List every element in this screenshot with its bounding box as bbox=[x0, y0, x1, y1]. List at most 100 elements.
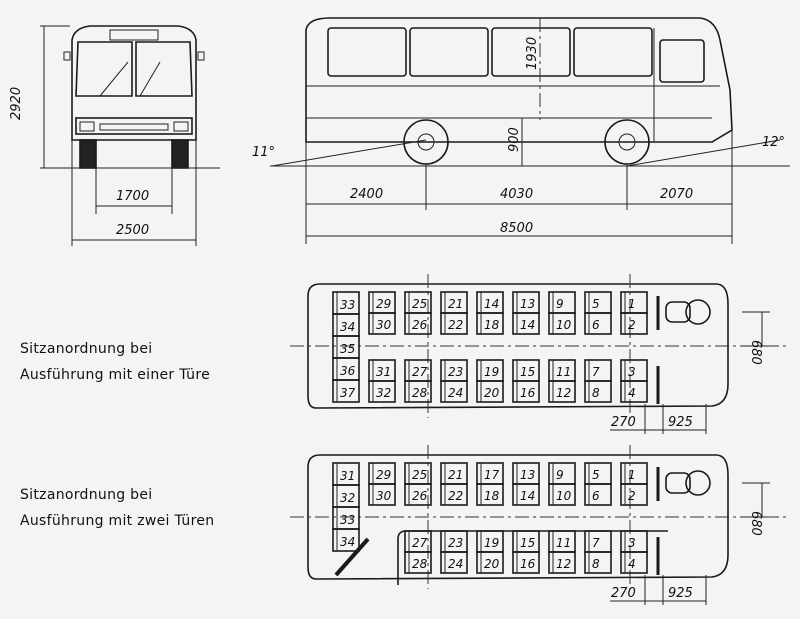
seat-number: 22 bbox=[448, 489, 463, 503]
front-view: 2920 1700 2500 bbox=[9, 25, 220, 246]
seat: 24 bbox=[440, 551, 468, 574]
seat: 4 bbox=[620, 551, 648, 574]
front-height-label: 2920 bbox=[9, 87, 24, 120]
seat-number: 5 bbox=[592, 297, 600, 311]
seat-number: 17 bbox=[484, 468, 500, 482]
seat-number: 28 bbox=[412, 557, 428, 571]
seat: 9 bbox=[548, 462, 576, 485]
platform-edge bbox=[397, 530, 668, 585]
seat-number: 34 bbox=[340, 320, 355, 334]
seat: 10 bbox=[548, 483, 576, 506]
seat: 25 bbox=[404, 291, 432, 314]
seat: 31 bbox=[368, 359, 396, 382]
seat-number: 14 bbox=[520, 489, 535, 503]
seat: 9 bbox=[548, 291, 576, 314]
seat: 2 bbox=[620, 312, 648, 335]
seat: 4 bbox=[620, 380, 648, 403]
seat: 27 bbox=[404, 359, 432, 382]
seat: 35 bbox=[332, 335, 360, 359]
seat: 18 bbox=[476, 483, 504, 506]
seat-number: 4 bbox=[628, 557, 636, 571]
seat-number: 16 bbox=[520, 557, 536, 571]
seat: 23 bbox=[440, 530, 468, 553]
seating-plan-2: 3132333429302526212217181314910561227282… bbox=[290, 445, 790, 605]
dim-label-925: 925 bbox=[668, 586, 693, 601]
seat: 19 bbox=[476, 530, 504, 553]
seat: 26 bbox=[404, 483, 432, 506]
seat-number: 31 bbox=[340, 469, 355, 483]
seat-box bbox=[548, 312, 576, 335]
seat-number: 3 bbox=[628, 536, 636, 550]
seat-box bbox=[584, 312, 612, 335]
seat: 22 bbox=[440, 312, 468, 335]
seat-box bbox=[620, 483, 648, 506]
seat-number: 23 bbox=[448, 536, 463, 550]
overall-width-label: 2500 bbox=[116, 223, 149, 238]
bus-outline bbox=[307, 454, 729, 580]
seat-number: 33 bbox=[340, 298, 355, 312]
seating-plans: 3334353637293025262122141813149105612313… bbox=[290, 274, 790, 605]
seat: 16 bbox=[512, 380, 540, 403]
seat: 11 bbox=[548, 359, 576, 382]
seat-number: 2 bbox=[628, 318, 636, 332]
seat-number: 29 bbox=[376, 468, 391, 482]
seat-box bbox=[620, 380, 648, 403]
seating-plan-1: 3334353637293025262122141813149105612313… bbox=[290, 274, 790, 434]
wheelbase-label: 4030 bbox=[500, 187, 533, 202]
front-overhang-label: 2070 bbox=[660, 187, 693, 202]
caption-line: Ausführung mit einer Türe bbox=[20, 367, 210, 383]
seat: 3 bbox=[620, 530, 648, 553]
seat-number: 12 bbox=[556, 386, 571, 400]
seat-box bbox=[620, 312, 648, 335]
seat: 7 bbox=[584, 359, 612, 382]
seat-number: 28 bbox=[412, 386, 428, 400]
caption-layout-one-door: Sitzanordnung bei Ausführung mit einer T… bbox=[20, 336, 210, 388]
seat-number: 13 bbox=[520, 468, 535, 482]
seat-number: 20 bbox=[484, 557, 500, 571]
seat-width-label: 680 bbox=[748, 340, 763, 365]
seat-number: 21 bbox=[448, 468, 463, 482]
seat-box bbox=[548, 380, 576, 403]
seat: 20 bbox=[476, 380, 504, 403]
seat: 12 bbox=[548, 551, 576, 574]
seat-number: 23 bbox=[448, 365, 463, 379]
seat: 24 bbox=[440, 380, 468, 403]
seat: 32 bbox=[368, 380, 396, 403]
seat-number: 16 bbox=[520, 386, 536, 400]
track-width-label: 1700 bbox=[116, 189, 149, 204]
seat-box bbox=[404, 551, 432, 574]
approach-angle-label: 11° bbox=[252, 145, 275, 160]
seat: 21 bbox=[440, 291, 468, 314]
dim-line bbox=[742, 482, 770, 518]
seat-number: 14 bbox=[520, 318, 535, 332]
seat-number: 31 bbox=[376, 365, 391, 379]
caption-line: Ausführung mit zwei Türen bbox=[20, 513, 215, 529]
seat: 5 bbox=[584, 462, 612, 485]
overall-length-label: 8500 bbox=[500, 221, 533, 236]
seat: 30 bbox=[368, 312, 396, 335]
seat: 28 bbox=[404, 551, 432, 574]
seat-number: 32 bbox=[340, 491, 355, 505]
seat-number: 30 bbox=[376, 489, 392, 503]
seat: 37 bbox=[332, 379, 360, 403]
seat-number: 36 bbox=[340, 364, 356, 378]
departure-angle-label: 12° bbox=[762, 135, 785, 150]
seat: 30 bbox=[368, 483, 396, 506]
seat-box bbox=[584, 380, 612, 403]
seat-number: 4 bbox=[628, 386, 636, 400]
seat-box bbox=[476, 483, 504, 506]
caption-layout-two-doors: Sitzanordnung bei Ausführung mit zwei Tü… bbox=[20, 482, 214, 534]
seat-box bbox=[512, 312, 540, 335]
seat: 17 bbox=[476, 462, 504, 485]
seat-box bbox=[440, 380, 468, 403]
seat-number: 21 bbox=[448, 297, 463, 311]
steering-wheel-icon bbox=[685, 299, 711, 325]
seat: 12 bbox=[548, 380, 576, 403]
seat-number: 9 bbox=[556, 297, 564, 311]
seat-box bbox=[584, 551, 612, 574]
seat-number: 15 bbox=[520, 365, 535, 379]
seat-number: 10 bbox=[556, 318, 572, 332]
seat: 31 bbox=[332, 462, 360, 486]
seat: 27 bbox=[404, 530, 432, 553]
